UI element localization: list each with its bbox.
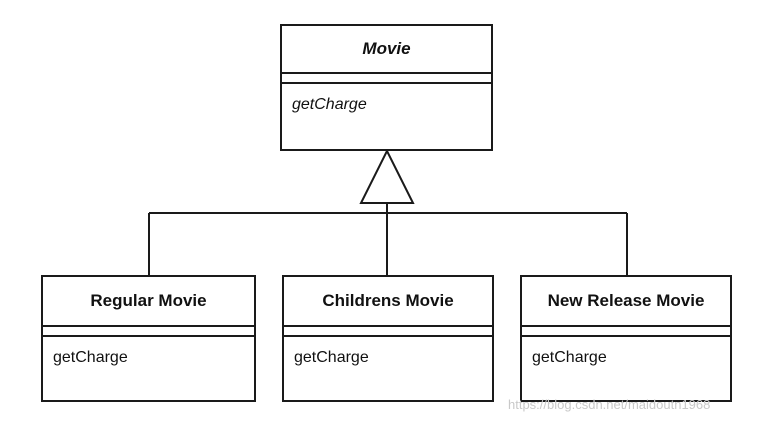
attributes-compartment	[43, 327, 254, 337]
class-name: Movie	[282, 26, 491, 74]
attributes-compartment	[284, 327, 492, 337]
class-name: Regular Movie	[43, 277, 254, 327]
class-movie: Movie getCharge	[280, 24, 493, 151]
class-name: New Release Movie	[522, 277, 730, 327]
watermark-text: https://blog.csdn.net/maidoutn1968	[508, 397, 711, 412]
attributes-compartment	[282, 74, 491, 84]
attributes-compartment	[522, 327, 730, 337]
operation-label: getCharge	[532, 349, 607, 366]
generalization-arrow	[359, 148, 415, 204]
class-name: Childrens Movie	[284, 277, 492, 327]
operation-label: getCharge	[294, 349, 369, 366]
operation-label: getCharge	[53, 349, 128, 366]
class-childrens-movie: Childrens Movie getCharge	[282, 275, 494, 402]
class-regular-movie: Regular Movie getCharge	[41, 275, 256, 402]
operation-label: getCharge	[292, 96, 367, 113]
class-new-release-movie: New Release Movie getCharge	[520, 275, 732, 402]
